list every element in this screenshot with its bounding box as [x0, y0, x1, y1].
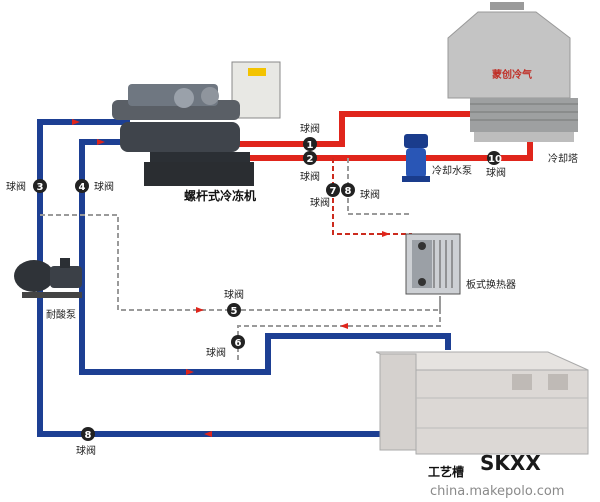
red-pipe-return: [238, 140, 533, 161]
valve-label: 球阀: [486, 166, 506, 179]
valve-label: 球阀: [94, 180, 114, 193]
valve-number: 7: [330, 186, 337, 197]
blue-pipe-inner: [79, 139, 451, 375]
valve-label: 球阀: [300, 122, 320, 135]
valve-6: 6 球阀: [206, 335, 245, 359]
valve-label: 球阀: [310, 196, 330, 209]
tower-label: 冷却塔: [548, 152, 578, 165]
cooling-tower: [447, 2, 578, 142]
valve-number: 8: [85, 430, 92, 441]
arrow-icon: [340, 323, 348, 329]
valve-7: 7 球阀: [310, 183, 340, 209]
valve-label: 球阀: [224, 288, 244, 301]
valve-2: 2 球阀: [300, 151, 320, 183]
arrow-icon: [362, 155, 370, 161]
valve-1: 1 球阀: [300, 122, 320, 151]
valve-8-lower: 8 球阀: [76, 427, 96, 457]
arrow-icon: [204, 431, 212, 437]
acid-pump-label: 耐酸泵: [46, 308, 76, 321]
heat-exchanger-label: 板式换热器: [466, 278, 516, 291]
arrow-icon: [382, 231, 390, 237]
cooling-water-pump: [402, 134, 430, 182]
flow-arrows: [72, 111, 462, 437]
valve-label: 球阀: [76, 444, 96, 457]
arrow-icon: [196, 307, 204, 313]
valve-number: 3: [37, 182, 44, 193]
plate-heat-exchanger: [405, 233, 461, 295]
tower-logo: 蒙创冷气: [492, 68, 532, 81]
valve-number: 5: [231, 306, 238, 317]
process-tank: [375, 351, 589, 455]
valve-label: 球阀: [300, 170, 320, 183]
valve-label: 球阀: [206, 346, 226, 359]
valve-number: 4: [79, 182, 86, 193]
screw-chiller: [112, 61, 281, 186]
arrow-icon: [72, 119, 80, 125]
acid-resistant-pump: [14, 258, 82, 298]
valve-4: 4 球阀: [75, 179, 114, 193]
valve-number: 1: [307, 140, 314, 151]
chiller-label: 螺杆式冷冻机: [184, 188, 256, 203]
valve-10: 10 球阀: [486, 151, 506, 179]
arrow-icon: [97, 139, 105, 145]
valve-label: 球阀: [6, 180, 26, 193]
tank-label: 工艺槽: [428, 464, 464, 479]
valve-number: 2: [307, 154, 314, 165]
arrow-icon: [454, 155, 462, 161]
arrow-icon: [378, 111, 386, 117]
cooling-pump-label: 冷却水泵: [432, 164, 472, 177]
valve-number: 8: [345, 186, 352, 197]
valve-8-upper: 8 球阀: [341, 183, 380, 201]
arrow-icon: [186, 369, 194, 375]
valve-label: 球阀: [360, 188, 380, 201]
watermark: china.makepolo.com: [430, 484, 564, 499]
brand-logo: SKXX: [480, 451, 541, 475]
valve-3: 3 球阀: [6, 179, 47, 193]
valve-number: 6: [235, 338, 242, 349]
valve-5: 5 球阀: [224, 288, 244, 317]
valve-number: 10: [488, 154, 502, 165]
